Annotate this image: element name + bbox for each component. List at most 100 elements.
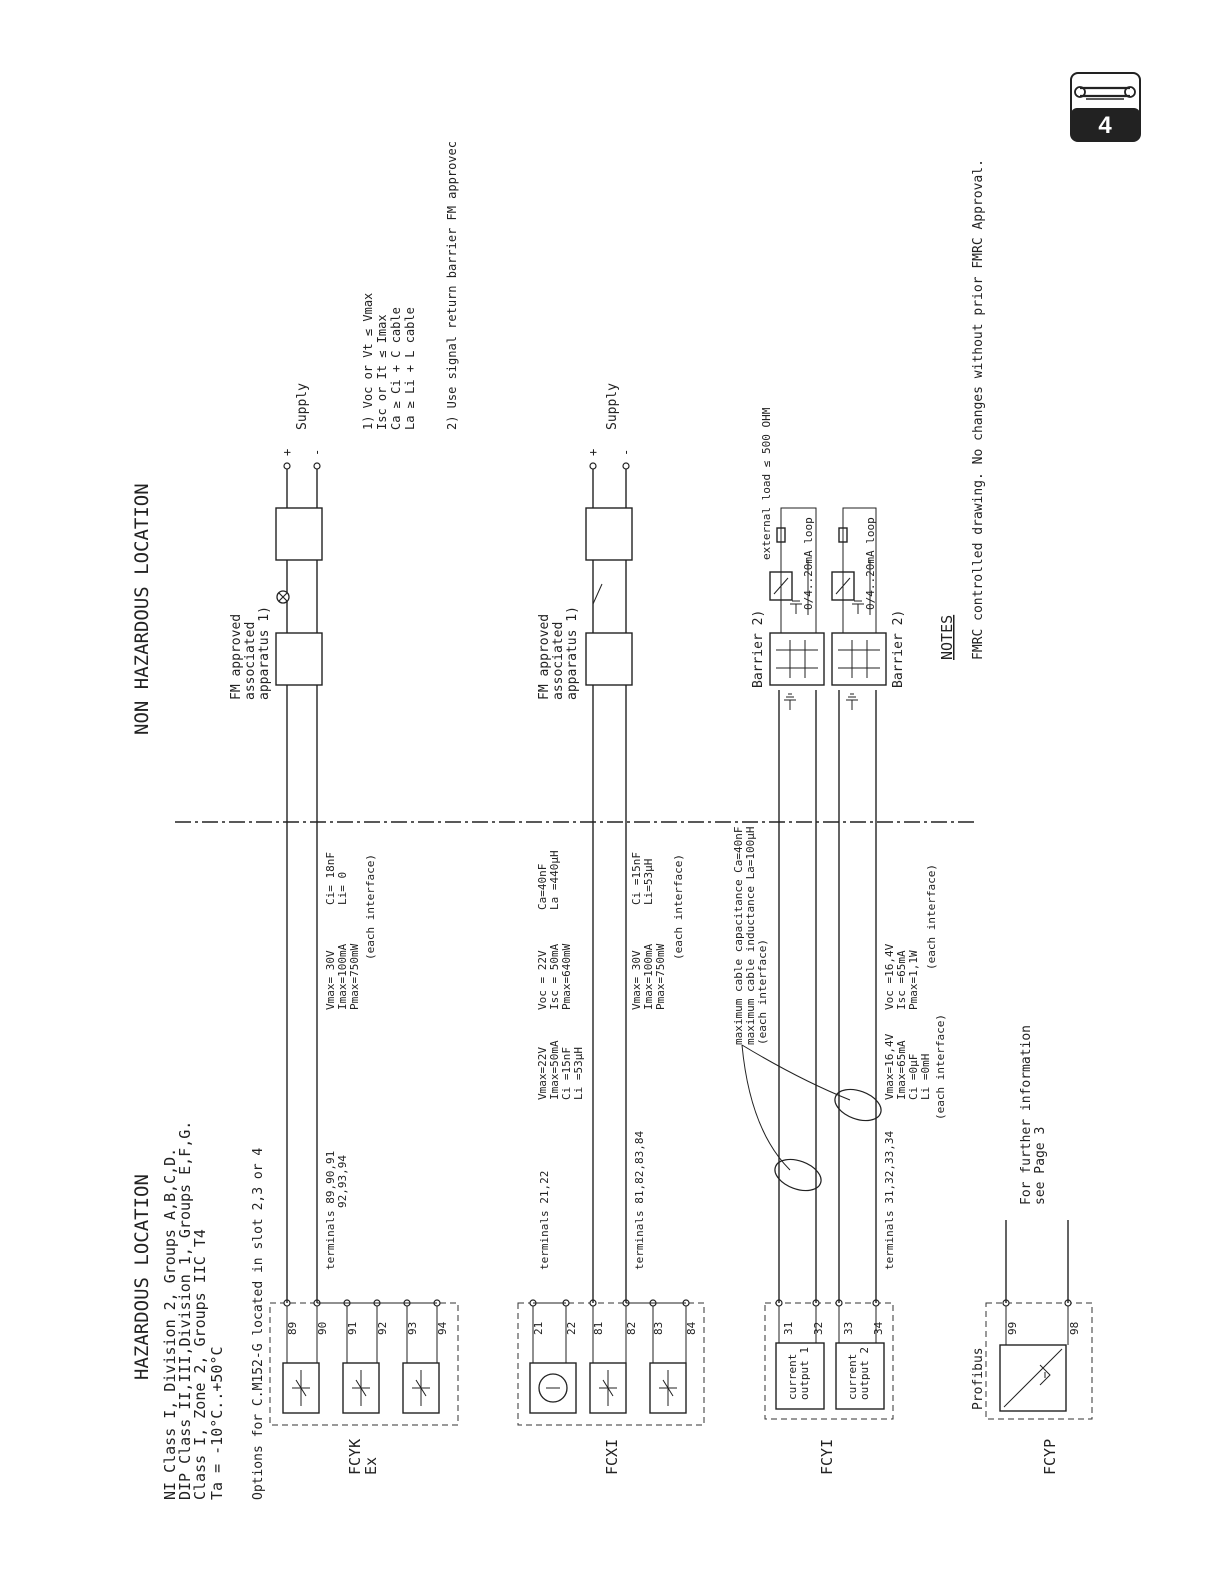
footnote-1-line3: Ca ≥ Ci + C cable <box>389 307 403 430</box>
terminal-91: 91 <box>346 1322 359 1335</box>
optocoupler-icon <box>292 1370 430 1406</box>
fcyk-terminals-text: terminals 89,90,91 <box>324 1151 337 1270</box>
hazardous-title: HAZARDOUS LOCATION <box>131 1174 153 1380</box>
fcyi-param-a-vmax: Vmax=16,4V <box>883 1033 896 1100</box>
cable-capacitance-note: maximum cable capacitance Ca=40nF <box>732 826 745 1045</box>
fcxi-param-d-pmax: Pmax=750mW <box>654 943 667 1010</box>
spec-line-1: NI Class I, Division 2, Groups A,B,C,D. <box>161 1148 179 1500</box>
fcxi-param-b-pmax: Pmax=640mW <box>560 943 573 1010</box>
fcyi-param-b-pmax: Pmax=1,1W <box>907 950 920 1010</box>
fcyi-param-b-isc: Isc =65mA <box>895 950 908 1010</box>
fcyk-supply-label: Supply <box>295 383 310 430</box>
fcyk-param-li: Li= 0 <box>336 872 349 905</box>
terminal-22: 22 <box>565 1322 578 1335</box>
fcxi-label: FCXI <box>603 1439 621 1475</box>
fcyk-plus: + <box>280 449 294 456</box>
options-text: Options for C.M152-G located in slot 2,3… <box>251 1148 266 1500</box>
loop-1-label: 0/4..20mA loop <box>802 517 815 610</box>
fcyk-terminals-text-2: 92,93,94 <box>336 1155 349 1208</box>
terminal-34: 34 <box>872 1321 885 1335</box>
footnote-2: 2) Use signal return barrier FM approvec <box>445 141 459 430</box>
fcxi-param-c-ca: Ca=40nF <box>536 864 549 910</box>
fcyi-module: FCYI current output 1 current output 2 3… <box>732 407 947 1475</box>
profibus-label: Profibus <box>971 1347 986 1410</box>
terminal-93: 93 <box>406 1322 419 1335</box>
fcxi-param-d-vmax: Vmax= 30V <box>630 950 643 1010</box>
fcxi-param-a-vmax: Vmax=22V <box>536 1047 549 1100</box>
fcyk-ex-label: Ex <box>362 1457 380 1475</box>
terminal-33: 33 <box>842 1322 855 1335</box>
terminal-21: 21 <box>532 1322 545 1335</box>
fcxi-param-b-voc: Voc = 22V <box>536 950 549 1010</box>
fcyi-enclosure <box>764 1302 894 1420</box>
current-output-2-line1: current <box>846 1354 859 1400</box>
fcyp-label: FCYP <box>1041 1439 1059 1475</box>
fcyk-supply-box <box>275 507 323 561</box>
fcxi-param-e-li: Li=53µH <box>642 859 655 905</box>
fcxi-param-e-ci: Ci =15nF <box>630 852 643 905</box>
terminal-31: 31 <box>782 1322 795 1335</box>
fcxi-param-d-imax: Imax=100mA <box>642 943 655 1010</box>
fcxi-enclosure <box>517 1302 705 1426</box>
current-output-1-line1: current <box>786 1354 799 1400</box>
fcxi-terminals-2122: terminals 21,22 <box>538 1171 551 1270</box>
current-output-2-line2: output 2 <box>858 1347 871 1400</box>
fcxi-optocoupler-icon <box>599 1370 677 1406</box>
cable-each-interface: (each interface) <box>756 939 769 1045</box>
fcyi-param-a-ci: Ci =0µF <box>907 1054 920 1100</box>
fcxi-apparatus-line2: associated <box>551 622 566 700</box>
non-hazardous-title: NON HAZARDOUS LOCATION <box>131 483 153 735</box>
fcxi-plus: + <box>586 449 600 456</box>
fcyi-param-a-note: (each interface) <box>934 1014 947 1120</box>
fcxi-minus: - <box>619 449 633 456</box>
fcyp-enclosure <box>985 1302 1093 1420</box>
notes-title: NOTES <box>938 615 956 660</box>
fcxi-supply-box <box>585 507 633 561</box>
fcyp-module: FCYP Profibus 99 98 For further informat… <box>971 1025 1093 1475</box>
spec-line-3: Class I, Zone 2, Groups IIC T4 <box>191 1229 209 1500</box>
hazardous-spec: NI Class I, Division 2, Groups A,B,C,D. … <box>161 1121 266 1500</box>
fcyk-minus: - <box>310 449 324 456</box>
fcxi-associated-apparatus <box>585 632 633 686</box>
fcyk-each-interface: (each interface) <box>364 854 377 960</box>
current-output-1-box <box>775 1342 825 1410</box>
barrier-2 <box>831 632 887 686</box>
terminal-90: 90 <box>316 1322 329 1335</box>
footnote-1-line1: 1) Voc or Vt ≤ Vmax <box>361 293 375 430</box>
ground-icon <box>784 600 864 710</box>
fcxi-terminals-8184: terminals 81,82,83,84 <box>633 1131 646 1270</box>
fcyi-param-b-voc: Voc =16,4V <box>883 943 896 1010</box>
terminal-83: 83 <box>652 1322 665 1335</box>
page-number: 4 <box>1098 112 1112 139</box>
footnote-1-line2: Isc or It ≤ Imax <box>375 314 389 430</box>
external-load-label: external load ≤ 500 OHM <box>760 407 773 560</box>
fcxi-param-c-la: La =440µH <box>548 850 561 910</box>
fcyk-param-ci: Ci= 18nF <box>324 852 337 905</box>
fcyk-apparatus-line2: associated <box>243 622 258 700</box>
fcyk-apparatus-line1: FM approved <box>229 614 244 700</box>
fcyk-module: FCYK Ex 89 90 91 <box>229 383 459 1475</box>
fcxi-param-a-imax: Imax=50mA <box>548 1040 561 1100</box>
terminal-98: 98 <box>1068 1322 1081 1335</box>
fcyi-terminals-text: terminals 31,32,33,34 <box>883 1131 896 1270</box>
fcyi-each-interface: (each interface) <box>925 864 938 970</box>
wrench-icon <box>1074 86 1136 100</box>
fcyi-label: FCYI <box>818 1439 836 1475</box>
terminal-89: 89 <box>286 1322 299 1335</box>
rotated-drawing: HAZARDOUS LOCATION NON HAZARDOUS LOCATIO… <box>131 141 1093 1500</box>
spec-line-4: Ta = -10°C..+50°C <box>208 1346 226 1500</box>
barrier-2-label: Barrier 2) <box>891 610 906 688</box>
current-output-2-box <box>835 1342 885 1410</box>
fcxi-module: FCXI 21 22 81 82 <box>517 383 705 1475</box>
terminal-82: 82 <box>625 1322 638 1335</box>
fcxi-each-interface: (each interface) <box>672 854 685 960</box>
footnotes: 1) Voc or Vt ≤ Vmax Isc or It ≤ Imax Ca … <box>361 141 986 660</box>
cable-inductance-note: maximum cable inductance La=100µH <box>744 826 757 1045</box>
terminal-84: 84 <box>685 1321 698 1335</box>
barrier-1-label: Barrier 2) <box>751 610 766 688</box>
footnote-1-line4: La ≥ Li + L cable <box>403 307 417 430</box>
fcyk-param-pmax: Pmax=750mW <box>348 943 361 1010</box>
lamp-icon <box>276 590 290 604</box>
